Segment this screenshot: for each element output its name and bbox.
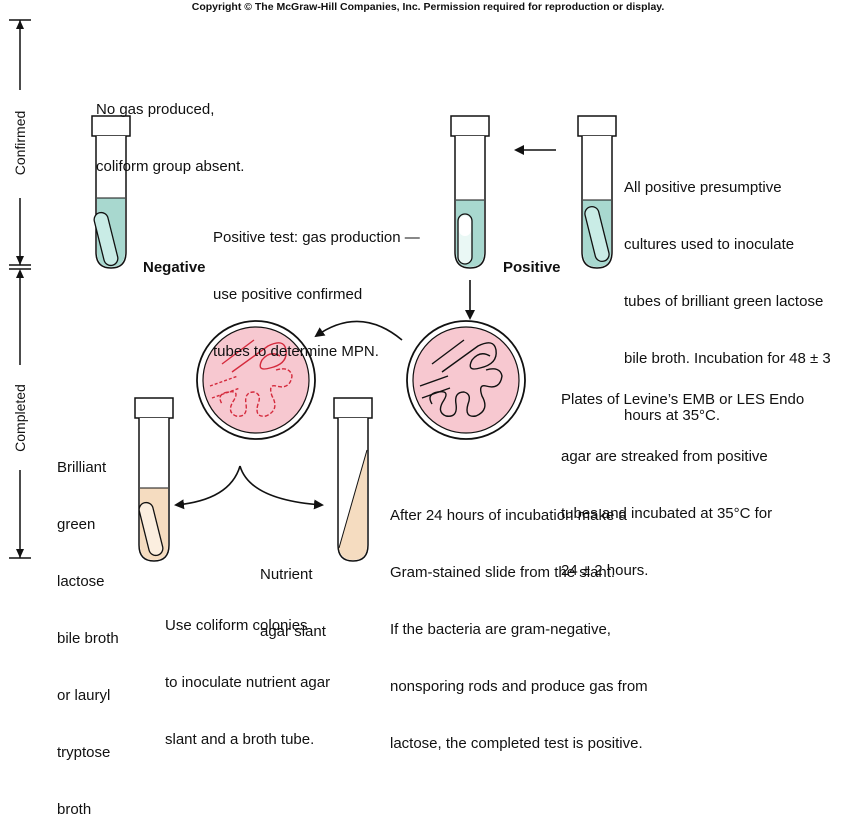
caption-line: lactose: [57, 573, 105, 590]
caption-line: agar are streaked from positive: [561, 448, 768, 465]
caption-line: lactose, the completed test is positive.: [390, 735, 643, 752]
caption-line: No gas produced,: [96, 101, 215, 118]
caption-line: use positive confirmed: [213, 286, 363, 303]
stage-label-confirmed: Confirmed: [12, 110, 28, 176]
caption-line: Positive test: gas production —: [213, 229, 420, 246]
caption-line: All positive presumptive: [624, 179, 782, 196]
caption-line: tubes to determine MPN.: [213, 343, 379, 360]
caption-line: coliform group absent.: [96, 158, 245, 175]
fork-arrow-right: [239, 465, 324, 510]
copyright-notice: Copyright © The McGraw-Hill Companies, I…: [191, 1, 665, 13]
caption-line: Plates of Levine’s EMB or LES Endo: [561, 391, 805, 408]
caption-line: or lauryl: [57, 687, 111, 704]
streak-plate: [406, 320, 526, 440]
gram-stain-caption: After 24 hours of incubation make a Gram…: [390, 468, 648, 772]
caption-line: 24 ± 2 hours.: [561, 562, 649, 579]
caption-line: nonsporing rods and produce gas from: [390, 678, 648, 695]
caption-line: Gram-stained slide from the slant.: [390, 564, 616, 581]
fork-arrow-left: [174, 465, 241, 510]
caption-line: tubes and incubated at 35°C for: [561, 505, 773, 522]
caption-line: bile broth. Incubation for 48 ± 3: [624, 350, 831, 367]
positive-label: Positive: [503, 259, 561, 276]
caption-line: After 24 hours of incubation make a: [390, 507, 627, 524]
caption-line: Brilliant: [57, 459, 107, 476]
stage-label-completed: Completed: [12, 384, 28, 452]
positive-test-caption: Positive test: gas production — use posi…: [213, 190, 420, 380]
positive-tube: [450, 115, 490, 269]
caption-line: to inoculate nutrient agar: [165, 674, 331, 691]
colony-plate: [196, 320, 316, 440]
plates-caption: Plates of Levine’s EMB or LES Endo agar …: [561, 352, 804, 599]
stage-bracket-arrowheads: [16, 20, 24, 558]
slant-tube: [333, 397, 373, 562]
caption-line: bile broth: [57, 630, 119, 647]
caption-line: If the bacteria are gram-negative,: [390, 621, 611, 638]
diagram-art: [9, 19, 617, 562]
negative-label: Negative: [143, 259, 206, 276]
caption-line: Use coliform colonies: [165, 617, 308, 634]
caption-line: broth: [57, 801, 92, 818]
caption-line: tubes of brilliant green lactose: [624, 293, 824, 310]
caption-line: agar slant: [260, 623, 326, 640]
presumptive-tube: [577, 115, 617, 269]
broth-tube: [134, 397, 174, 562]
broth-tube-caption: Brilliant green lactose bile broth or la…: [57, 420, 119, 838]
nutrient-slant-caption: Nutrient agar slant: [260, 527, 326, 660]
stage-bracket: [9, 19, 31, 559]
caption-line: cultures used to inoculate: [624, 236, 795, 253]
presumptive-caption: All positive presumptive cultures used t…: [624, 140, 831, 444]
caption-line: green: [57, 516, 96, 533]
arrow-plate-to-plate: [314, 320, 403, 341]
caption-line: Nutrient: [260, 566, 313, 583]
caption-line: slant and a broth tube.: [165, 731, 315, 748]
use-colonies-caption: Use coliform colonies to inoculate nutri…: [165, 578, 330, 768]
caption-line: tryptose: [57, 744, 111, 761]
negative-tube: [91, 115, 131, 269]
caption-line: hours at 35°C.: [624, 407, 721, 424]
no-gas-caption: No gas produced, coliform group absent.: [96, 62, 244, 195]
